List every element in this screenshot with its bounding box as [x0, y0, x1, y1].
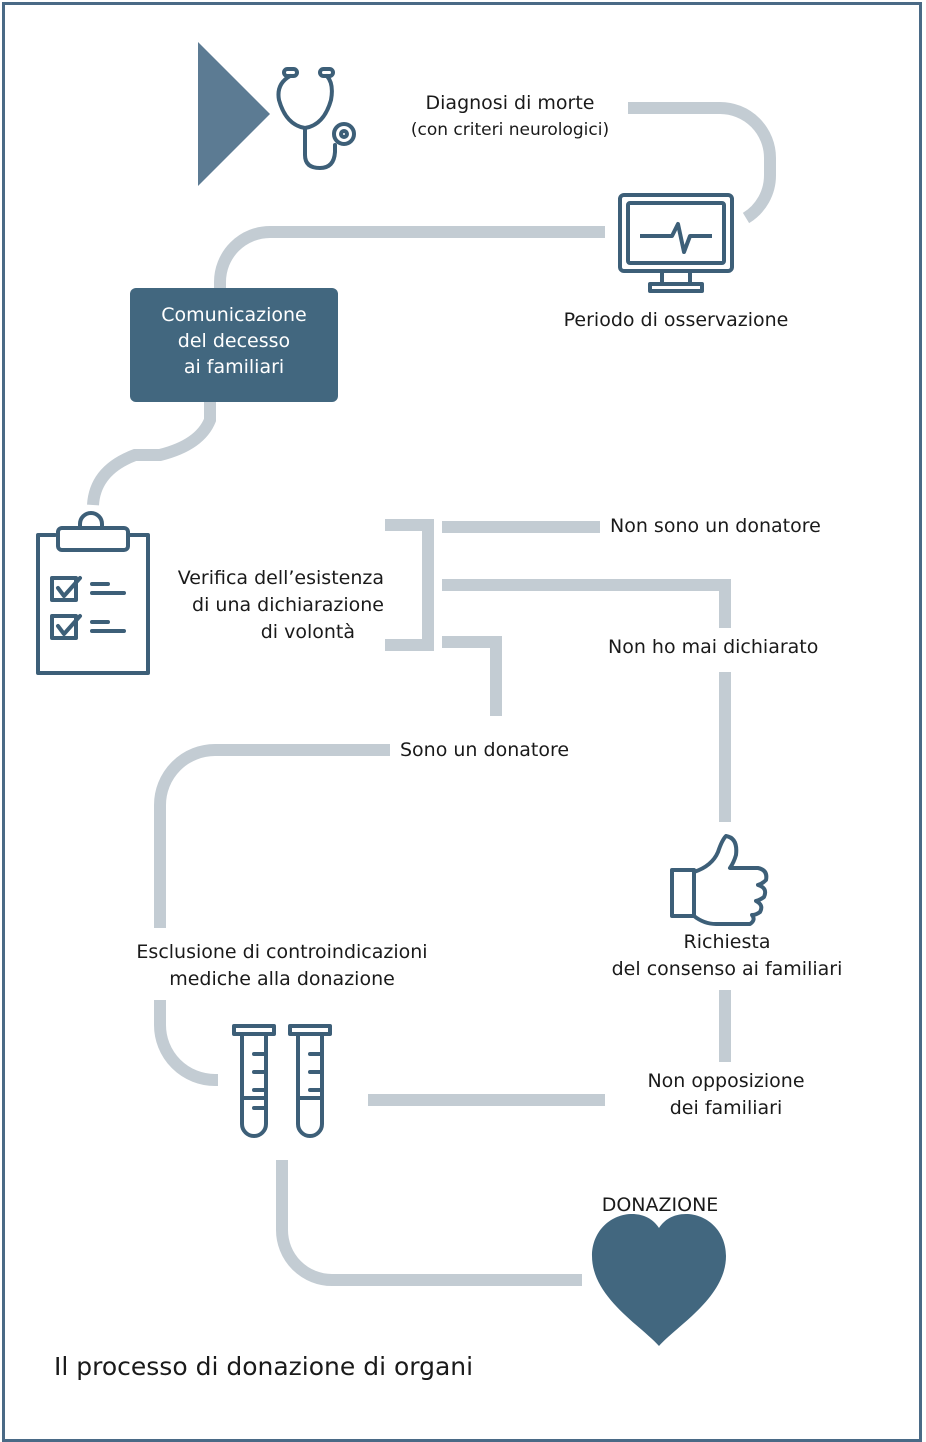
verification-line1: Verifica dell’esistenza	[177, 567, 384, 589]
non-opposition-line1: Non opposizione	[647, 1070, 805, 1092]
branch-never-declared-label: Non ho mai dichiarato	[608, 636, 819, 658]
connector-tubes-donation	[276, 1160, 582, 1286]
diagnosis-label: Diagnosi di morte (con criteri neurologi…	[372, 90, 648, 144]
diagnosis-subtitle: (con criteri neurologici)	[410, 120, 610, 140]
figure-caption: Il processo di donazione di organi	[54, 1352, 474, 1381]
donation-label: DONAZIONE	[601, 1194, 719, 1216]
test-tubes-icon	[232, 1024, 332, 1138]
diagnosis-title: Diagnosi di morte	[425, 92, 595, 114]
play-triangle-icon	[198, 42, 270, 186]
clipboard-checklist-icon	[36, 511, 150, 675]
stethoscope-icon	[276, 67, 356, 170]
consent-line1: Richiesta	[683, 931, 771, 953]
connector-communication-verification	[87, 402, 216, 506]
verification-line2: di una dichiarazione	[192, 594, 384, 616]
communication-line2: del decesso	[177, 330, 291, 352]
verification-label: Verifica dell’esistenza di una dichiaraz…	[150, 565, 384, 646]
communication-line1: Comunicazione	[161, 304, 307, 326]
non-opposition-line2: dei familiari	[669, 1097, 783, 1119]
connector-exclusion-tubes	[154, 1000, 218, 1086]
verification-line3: di volontà	[260, 621, 355, 643]
connector-never-declared	[442, 579, 731, 628]
branch-donor-label: Sono un donatore	[400, 739, 570, 761]
connector-donor	[154, 744, 390, 928]
heart-monitor-icon	[618, 193, 734, 293]
bracket	[385, 519, 434, 651]
connectors	[87, 102, 777, 1286]
exclusion-line2: mediche alla donazione	[169, 968, 395, 990]
observation-label: Periodo di osservazione	[563, 309, 789, 331]
communication-line3: ai familiari	[183, 356, 285, 378]
non-opposition-label: Non opposizione dei familiari	[616, 1068, 836, 1122]
branch-not-donor-label: Non sono un donatore	[610, 515, 821, 537]
exclusion-label: Esclusione di controindicazioni mediche …	[106, 939, 458, 993]
thumbs-up-icon	[670, 834, 769, 926]
connector-observation-communication	[214, 226, 605, 290]
connector-diagnosis-observation	[628, 102, 777, 224]
consent-request-label: Richiesta del consenso ai familiari	[586, 929, 868, 983]
communication-box: Comunicazione del decesso ai familiari	[130, 288, 338, 402]
connector-donor-branch	[442, 636, 502, 716]
consent-line2: del consenso ai familiari	[611, 958, 843, 980]
heart-icon	[592, 1214, 726, 1346]
exclusion-line1: Esclusione di controindicazioni	[136, 941, 428, 963]
